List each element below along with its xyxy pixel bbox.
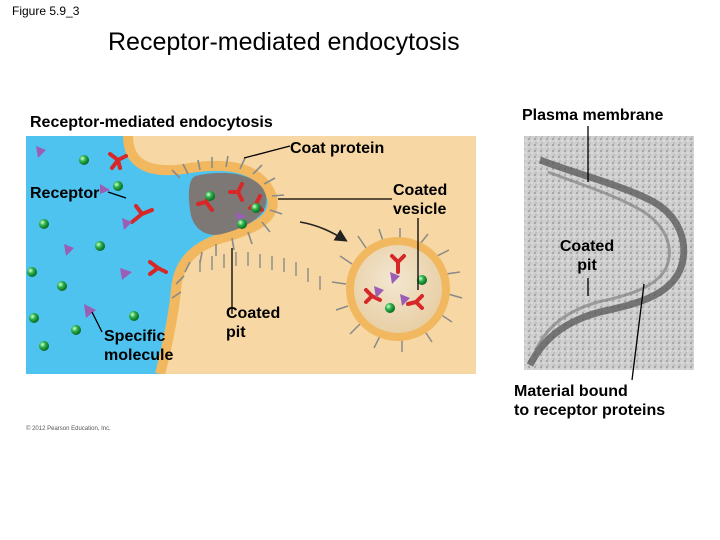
coated-pit-left-line2: pit	[226, 324, 246, 341]
triangle-mark	[400, 294, 410, 306]
sphere-mark	[27, 267, 37, 277]
sphere-mark	[205, 191, 215, 201]
receptor-mark	[108, 152, 128, 170]
coated-pit-left-line1: Coated	[226, 305, 281, 322]
sphere-mark	[385, 303, 395, 313]
triangle-mark	[390, 272, 400, 284]
coated-pit-right-line1: Coated	[559, 238, 615, 255]
material-bound-label: Material bound to receptor proteins	[514, 382, 665, 420]
receptor-mark	[148, 260, 168, 276]
sphere-mark	[39, 219, 49, 229]
membrane-coat-bristles	[199, 252, 321, 290]
coated-vesicle	[331, 228, 463, 352]
coated-vesicle-label-line1: Coated	[393, 182, 448, 199]
diagram-panel	[26, 136, 476, 374]
triangle-mark	[374, 286, 384, 298]
triangle-mark	[100, 184, 110, 194]
electron-micrograph	[524, 136, 694, 370]
process-arrow	[299, 221, 348, 242]
coated-pit-interior	[188, 172, 267, 235]
material-bound-line1: Material bound	[514, 383, 628, 400]
coated-pit-right-line2: pit	[577, 257, 597, 274]
sphere-mark	[113, 181, 123, 191]
copyright-notice: © 2012 Pearson Education, Inc.	[26, 426, 111, 432]
triangle-mark	[64, 244, 74, 256]
plasma-membrane-label: Plasma membrane	[522, 107, 664, 124]
coat-protein-bristles	[171, 155, 285, 299]
sphere-mark	[71, 325, 81, 335]
sphere-mark	[237, 219, 247, 229]
receptor-mark	[228, 182, 244, 202]
sphere-mark	[39, 341, 49, 351]
sphere-mark	[417, 275, 427, 285]
coated-vesicle-label-line2: vesicle	[393, 201, 447, 218]
figure-label: Figure 5.9_3	[12, 4, 80, 18]
material-bound-line2: to receptor proteins	[514, 402, 666, 419]
coated-pit-label-right: Coated pit	[552, 237, 622, 275]
triangle-mark	[84, 304, 96, 318]
triangle-molecules	[36, 146, 410, 318]
plasma-membrane-edge	[123, 136, 278, 374]
sphere-molecules	[27, 155, 427, 351]
sphere-mark	[29, 313, 39, 323]
specific-molecule-line1: Specific	[104, 328, 166, 345]
specific-molecule-label: Specific molecule	[104, 327, 173, 365]
sphere-mark	[79, 155, 89, 165]
sphere-mark	[129, 311, 139, 321]
sphere-mark	[57, 281, 67, 291]
receptor-mark	[406, 294, 424, 310]
panel-title: Receptor-mediated endocytosis	[30, 114, 273, 131]
slide-title: Receptor-mediated endocytosis	[108, 28, 460, 56]
receptor-label: Receptor	[30, 185, 100, 202]
leader-lines	[91, 126, 645, 381]
receptor-mark	[390, 254, 406, 274]
coated-pit-label-left: Coated pit	[226, 304, 280, 342]
coated-vesicle-label: Coated vesicle	[393, 181, 447, 219]
triangle-mark	[122, 218, 132, 230]
specific-molecule-line2: molecule	[104, 347, 174, 364]
micrograph-membrane	[526, 156, 688, 367]
sphere-mark	[251, 203, 261, 213]
receptor-mark	[130, 204, 154, 224]
triangle-mark	[120, 268, 132, 280]
sphere-mark	[95, 241, 105, 251]
coat-protein-label: Coat protein	[290, 140, 385, 157]
triangle-mark	[36, 146, 46, 158]
